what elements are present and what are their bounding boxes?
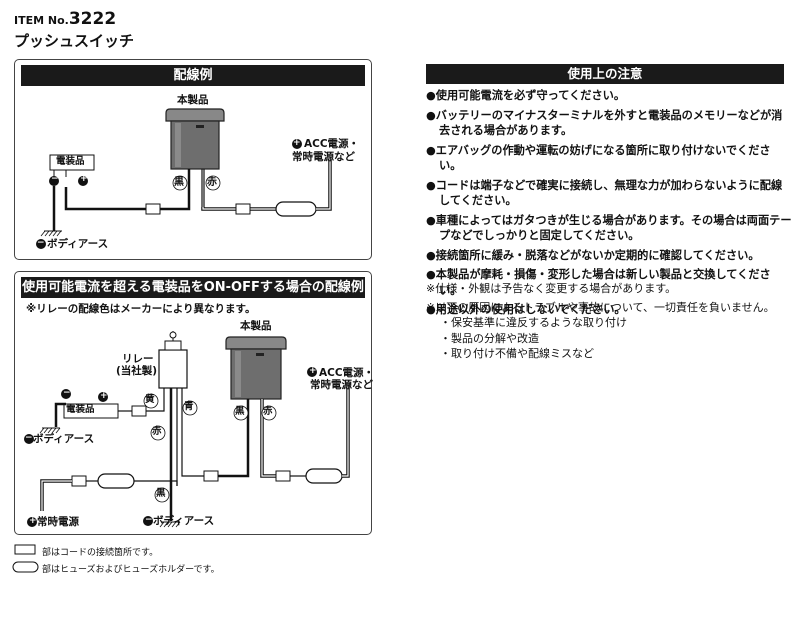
product-name: プッシュスイッチ	[14, 32, 135, 50]
body-ground-label: ボディアース	[47, 238, 109, 250]
legend-connector-icon	[14, 544, 36, 555]
black-label: 黒	[174, 177, 184, 188]
acc-label-line1: ACC電源・	[304, 138, 360, 150]
connector-icon	[235, 203, 251, 215]
black-label: 黒	[235, 406, 245, 417]
disclaimer-sub-item: ・製品の分解や改造	[440, 331, 539, 345]
black-label-circle	[172, 175, 188, 191]
usage-note-item: ●車種によってはガタつきが生じる場合があります。その場合は両面テープなどでしっか…	[426, 213, 792, 243]
connector-icon	[203, 470, 219, 482]
minus-sign: −	[51, 174, 59, 184]
legend-fuse-text: 部はヒューズおよびヒューズホルダーです。	[42, 565, 220, 575]
legend-fuse-icon	[12, 561, 39, 573]
disclaimer-line: ※仕様・外観は予告なく変更する場合があります。	[426, 282, 677, 295]
device-box	[49, 154, 95, 171]
ground-symbol-icon	[159, 521, 181, 528]
plus-sign: +	[293, 138, 301, 148]
disclaimer-sub-item: ・取り付け不備や配線ミスなど	[440, 347, 594, 360]
relay-example-panel: 使用可能電流を超える電装品をON-OFFする場合の配線例	[14, 271, 372, 535]
disclaimer-line: ※以下の原因によるトラブルや事故について、一切責任を負いません。	[426, 300, 775, 314]
wiring-example-heading: 配線例	[21, 65, 365, 86]
usage-notes-heading: 使用上の注意	[426, 64, 784, 84]
plus-icon	[78, 176, 88, 186]
plus-icon	[27, 517, 37, 527]
connector-icon	[71, 475, 87, 487]
usage-note-item: ●接続箇所に緩み・脱落などがないか定期的に確認してください。	[426, 248, 760, 262]
relay-acc-label-line1: ACC電源・	[319, 367, 375, 379]
relay-body-ground-label: ボディアース	[33, 433, 95, 445]
disclaimer-sub-item: ・保安基準に違反するような取り付け	[440, 316, 627, 329]
relay-plus-sign: +	[309, 366, 317, 376]
red-label: 赤	[152, 426, 162, 437]
push-switch-icon	[225, 336, 287, 400]
blue-label: 青	[184, 401, 194, 412]
relay-example-diagram	[24, 331, 350, 528]
red-label-circle	[261, 405, 277, 421]
product-label: 本製品	[177, 94, 209, 106]
yellow-label: 黄	[145, 394, 155, 405]
relay-example-heading: 使用可能電流を超える電装品をON-OFFする場合の配線例	[21, 277, 365, 298]
plus-sign: +	[80, 174, 88, 184]
relay-minus-sign: −	[63, 388, 71, 398]
minus-icon	[143, 516, 153, 526]
red-label-circle	[205, 175, 221, 191]
minus-icon	[49, 176, 59, 186]
black-label-relay: 黒	[156, 488, 166, 499]
item-label: ITEM No.	[14, 14, 69, 27]
fuse-holder-icon	[275, 201, 317, 217]
fuse-holder-icon	[305, 468, 343, 484]
fuse-holder-icon	[97, 473, 135, 489]
constant-power-label: 常時電源	[37, 516, 79, 528]
relay-note: ※リレーの配線色はメーカーにより異なります。	[26, 303, 256, 315]
ground-symbol-icon	[40, 230, 62, 237]
plus-icon	[98, 392, 108, 402]
relay-label-line1: リレー	[122, 353, 154, 365]
device-label: 電装品	[56, 156, 85, 167]
wiring-example-diagram	[36, 108, 332, 249]
push-switch-icon	[165, 108, 225, 170]
relay-product-label: 本製品	[240, 320, 272, 332]
usage-note-item: ●エアバッグの作動や運転の妨げになる箇所に取り付けないでください。	[426, 143, 771, 173]
usage-note-item: ●用途以外の使用はしないでください。	[426, 303, 626, 316]
plus-icon	[307, 367, 317, 377]
relay-minus-sign: −	[25, 433, 33, 443]
disclaimer: ※仕様・外観は予告なく変更する場合があります。 ※以下の原因によるトラブルや事故…	[426, 281, 792, 362]
black-label-circle	[233, 405, 249, 421]
minus-icon	[61, 389, 71, 399]
plus-icon	[292, 139, 302, 149]
minus-icon	[24, 434, 34, 444]
device-box	[63, 403, 119, 419]
black-label-circle	[154, 487, 170, 503]
relay-plus-sign: +	[29, 516, 37, 526]
item-number: ITEM No.3222	[14, 9, 116, 29]
relay-acc-label-line2: 常時電源など	[310, 379, 373, 391]
red-label-circle	[150, 425, 166, 441]
relay-body-ground-label2: ボディアース	[153, 515, 215, 527]
relay-icon	[158, 331, 188, 389]
red-label: 赤	[207, 177, 217, 188]
red-label-switch: 赤	[263, 406, 273, 417]
connector-icon	[131, 405, 147, 417]
minus-sign: −	[37, 238, 45, 248]
item-number-value: 3222	[68, 9, 117, 29]
relay-plus-sign: +	[100, 391, 108, 401]
connector-icon	[275, 470, 291, 482]
relay-minus-sign: −	[145, 515, 153, 525]
ground-symbol-icon	[39, 427, 61, 434]
blue-label-circle	[182, 400, 198, 416]
connector-icon	[145, 203, 161, 215]
usage-notes-list: ●使用可能電流を必ず守ってください。 ●バッテリーのマイナスターミナルを外すと電…	[426, 88, 792, 322]
usage-note-item: ●本製品が摩耗・損傷・変形した場合は新しい製品と交換してください。	[426, 268, 771, 297]
legend-connection-text: 部はコードの接続箇所です。	[42, 548, 159, 558]
yellow-label-circle	[143, 393, 159, 409]
minus-icon	[36, 239, 46, 249]
relay-device-label: 電装品	[66, 404, 95, 415]
acc-label-line2: 常時電源など	[292, 151, 355, 163]
usage-note-item: ●使用可能電流を必ず守ってください。	[426, 89, 626, 102]
usage-note-item: ●バッテリーのマイナスターミナルを外すと電装品のメモリーなどが消去される場合があ…	[426, 108, 783, 138]
usage-note-item: ●コードは端子などで確実に接続し、無理な力が加わらないように配線してください。	[426, 178, 783, 208]
relay-label-line2: (当社製)	[116, 365, 158, 377]
